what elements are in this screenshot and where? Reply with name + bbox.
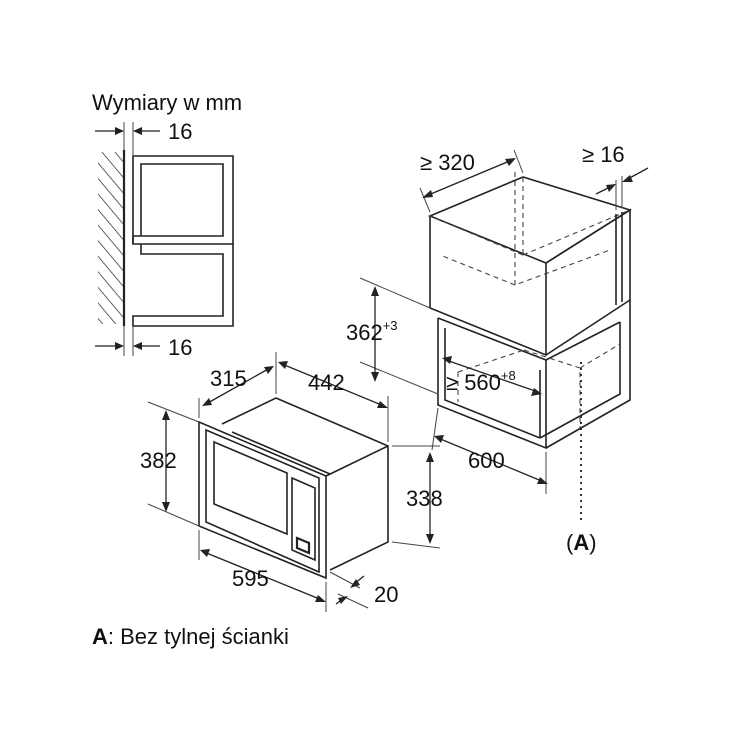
appliance-frame: [198, 420, 327, 580]
cabinet-dim-width: ≥ 560+8: [442, 356, 542, 396]
wall-hatch: [98, 152, 124, 324]
appliance-dim-frame-label: 20: [374, 582, 398, 607]
footnote: A: Bez tylnej ścianki: [92, 624, 289, 649]
appliance-body: [221, 397, 389, 571]
cabinet-dim-front-label: 600: [468, 448, 505, 473]
side-dim-bottom: 16: [95, 326, 192, 360]
cabinet-lower-frame: [437, 300, 631, 450]
appliance: 315 442 382 338: [140, 352, 443, 612]
appliance-dim-height-inner: 338: [391, 445, 443, 549]
appliance-dim-frame: 20: [329, 571, 398, 609]
appliance-dim-width-top: 442: [278, 361, 389, 442]
cabinet-dim-depth: ≥ 320: [419, 149, 524, 213]
appliance-dim-depth: 315: [198, 352, 277, 418]
open-back-marker: (A): [566, 530, 597, 555]
side-dim-bottom-label: 16: [168, 335, 192, 360]
appliance-dim-height-label: 382: [140, 448, 177, 473]
cabinet-dim-front: 600: [431, 407, 548, 494]
cabinet-dim-height-label: 362+3: [346, 318, 398, 345]
lower-compartment: [132, 236, 234, 327]
cabinet-dim-depth-label: ≥ 320: [420, 150, 475, 175]
appliance-dim-width-top-label: 442: [308, 370, 345, 395]
side-view: 16 16: [95, 119, 234, 360]
cabinet-hidden-lines: [429, 177, 631, 256]
cabinet-dim-side-label: ≥ 16: [582, 142, 625, 167]
appliance-dim-height: 382: [140, 401, 200, 527]
cabinet-top-box: [427, 176, 632, 264]
appliance-door-window: [213, 440, 288, 536]
side-dim-top-label: 16: [168, 119, 192, 144]
cabinet-dim-width-label: ≥ 560+8: [446, 368, 516, 395]
title: Wymiary w mm: [92, 90, 242, 115]
side-dim-top: 16: [95, 119, 192, 156]
cabinet: (A) ≥ 320 ≥ 16 362+3: [346, 142, 649, 555]
appliance-dim-width-label: 595: [232, 566, 269, 591]
appliance-dim-depth-label: 315: [210, 366, 247, 391]
upper-shelf: [132, 155, 234, 245]
cabinet-dim-side: ≥ 16: [582, 142, 649, 210]
cabinet-dim-height: 362+3: [346, 277, 439, 395]
appliance-dim-width: 595: [198, 530, 327, 612]
appliance-dim-height-inner-label: 338: [406, 486, 443, 511]
